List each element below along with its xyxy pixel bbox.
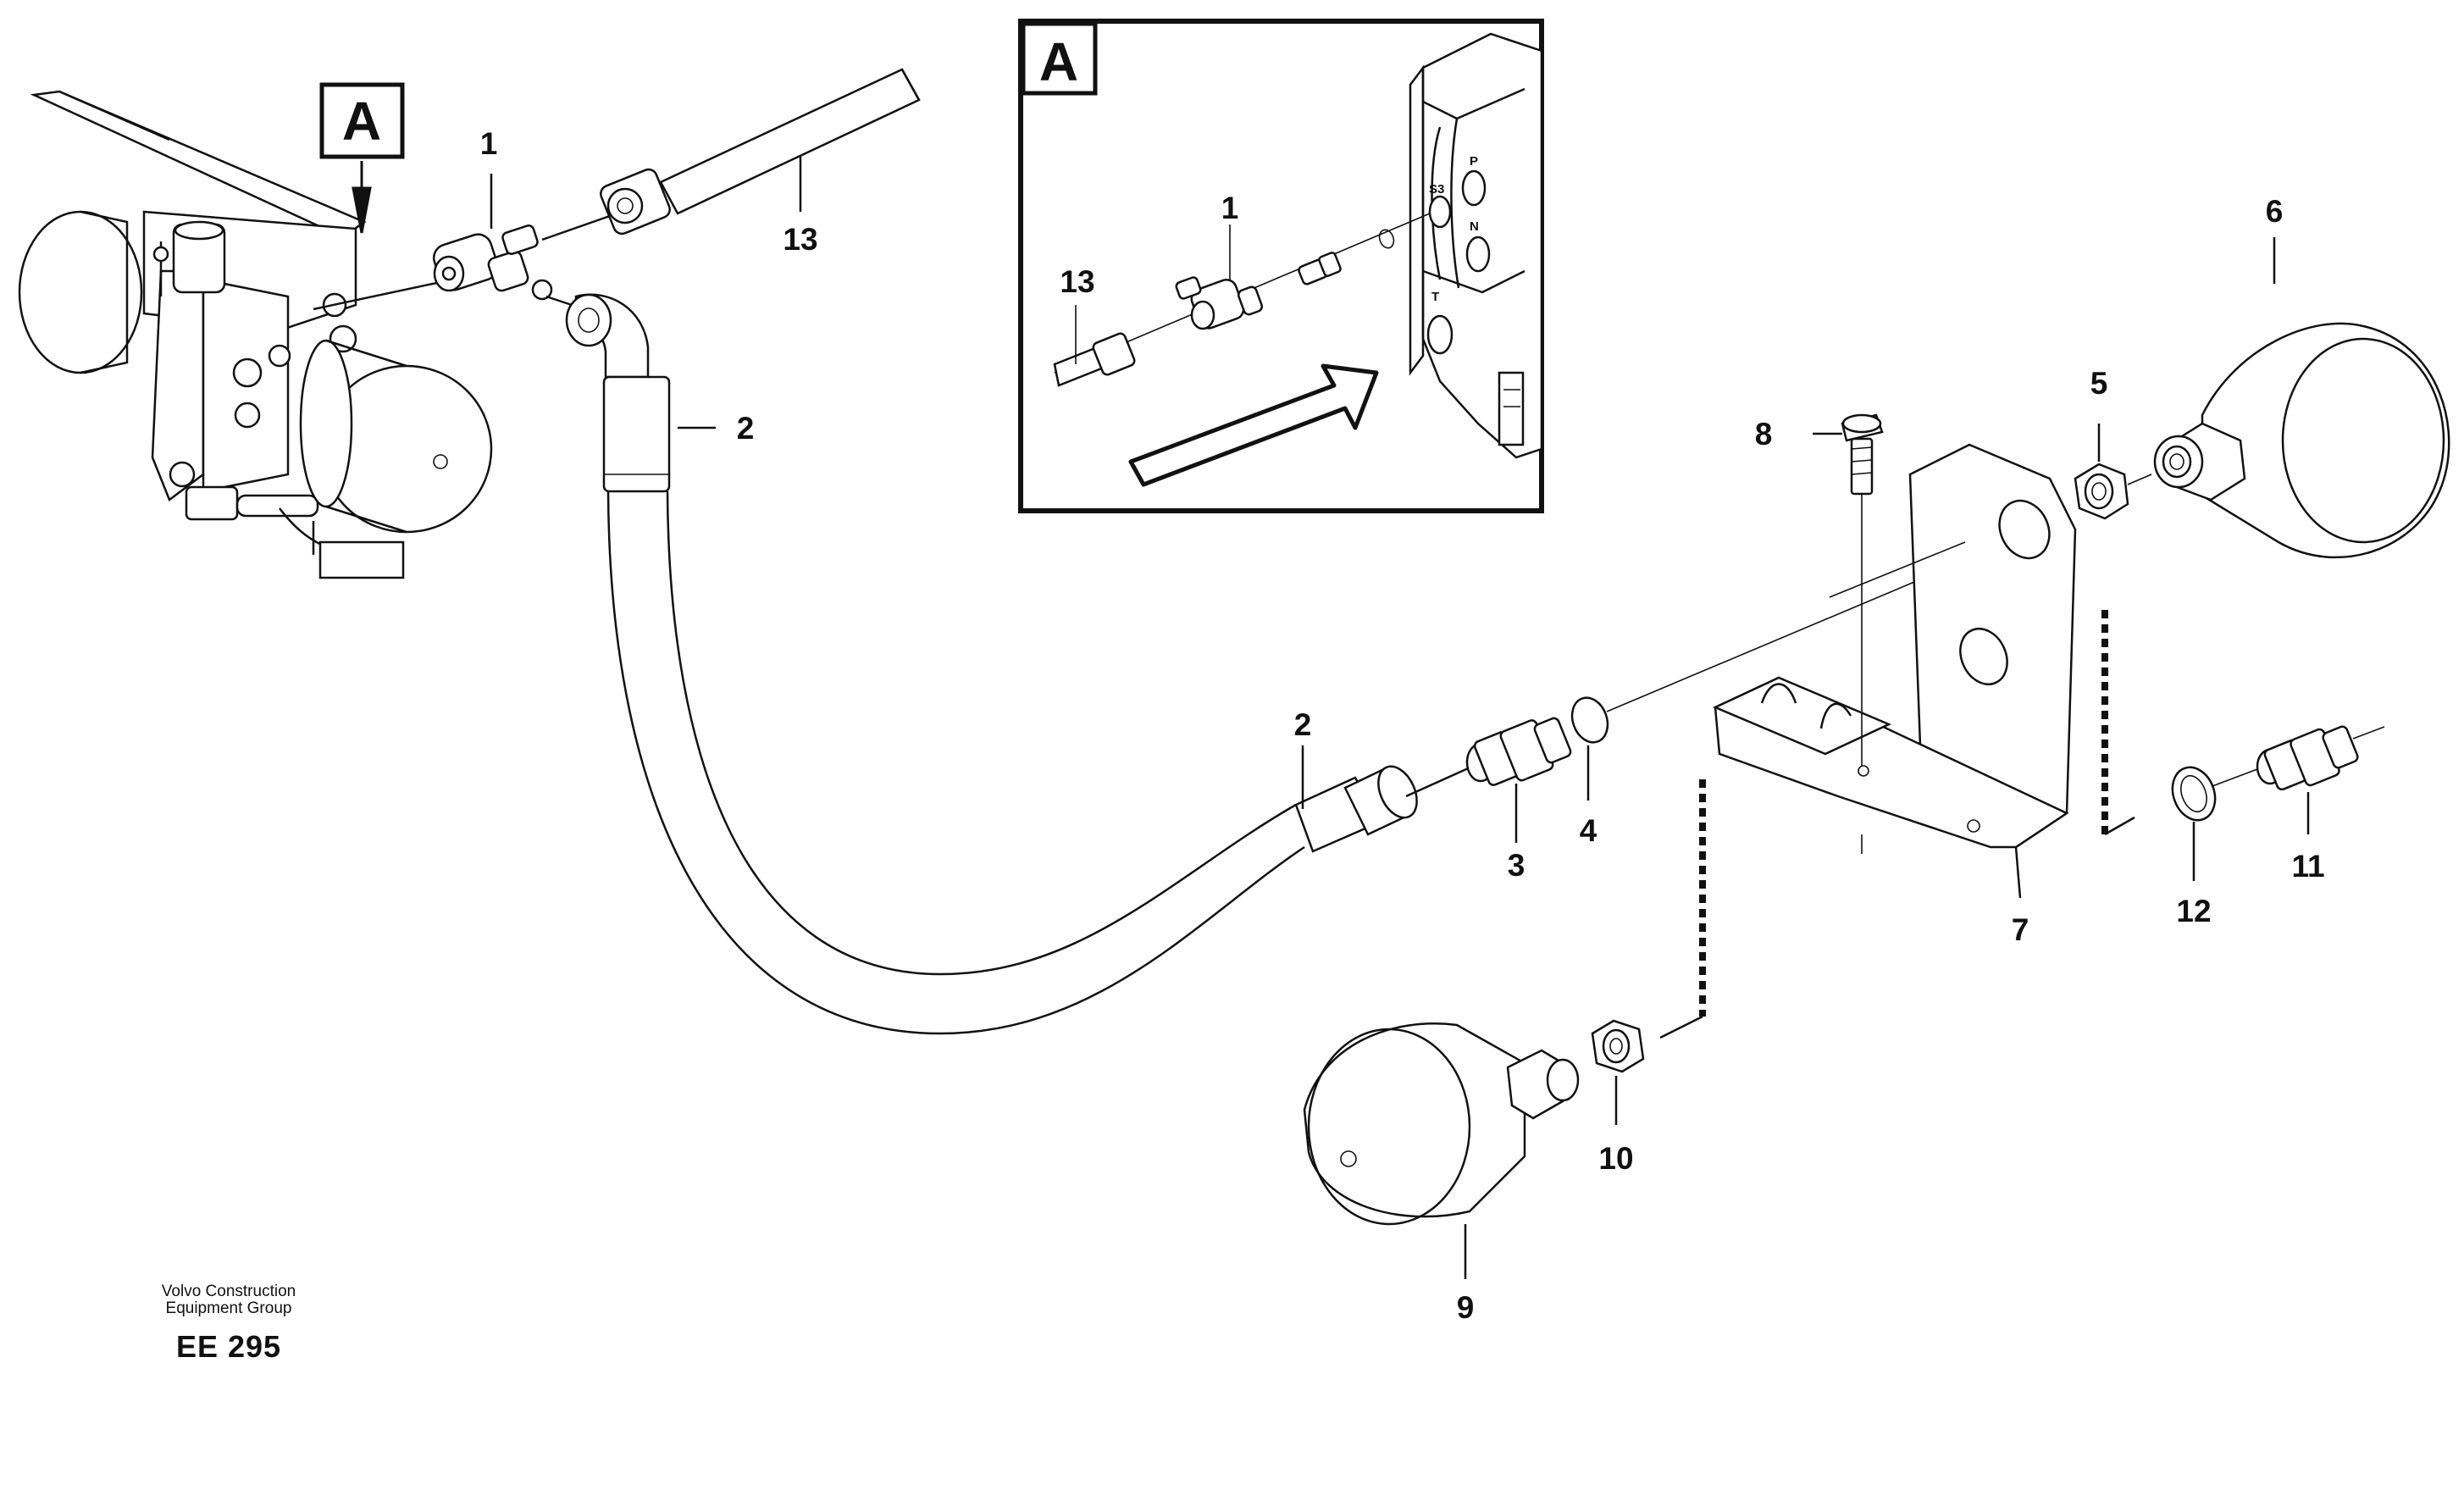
callout-4: 4 <box>1580 813 1597 848</box>
detail-view-a-inset: A P S3 N T 1 13 <box>1018 19 1544 513</box>
item-11-nipple: 11 <box>2256 725 2385 884</box>
item-1-fitting: 1 <box>432 126 553 301</box>
item-8-bolt: 8 <box>1755 413 1884 767</box>
view-a-marker-label: A <box>342 91 381 152</box>
item-12-sealing-ring: 12 <box>2171 766 2258 928</box>
publisher-name-line-2: Equipment Group <box>165 1299 292 1317</box>
inset-title: A <box>1039 31 1078 92</box>
callout-9: 9 <box>1457 1290 1475 1325</box>
item-3-nipple: 3 <box>1465 717 1572 883</box>
callout-7: 7 <box>2012 912 2029 947</box>
alternative-mount-lines <box>1659 610 2135 1039</box>
callout-2-lower: 2 <box>1294 707 1312 742</box>
port-label-t: T <box>1431 290 1439 304</box>
callout-1: 1 <box>480 126 498 161</box>
inset-callout-1: 1 <box>1221 191 1239 225</box>
illustration-code: EE 295 <box>175 1329 282 1364</box>
item-2-hose: 2 2 <box>545 293 1492 1035</box>
callout-10: 10 <box>1598 1141 1633 1176</box>
callout-8: 8 <box>1755 417 1773 452</box>
item-7-bracket: 7 <box>1712 443 2077 947</box>
publisher-name-line-1: Volvo Construction <box>161 1283 296 1300</box>
inset-callout-13: 13 <box>1060 264 1094 299</box>
port-label-n: N <box>1470 219 1479 234</box>
item-9-accumulator: 9 <box>1303 1022 1580 1325</box>
callout-11: 11 <box>2291 849 2324 884</box>
item-10-nut: 10 <box>1591 1019 1645 1176</box>
callout-5: 5 <box>2090 366 2108 401</box>
port-label-p: P <box>1470 154 1478 169</box>
item-13-hose: 13 <box>541 68 921 257</box>
callout-12: 12 <box>2176 894 2211 928</box>
callout-3: 3 <box>1508 848 1525 883</box>
item-6-accumulator: 6 <box>2153 194 2450 559</box>
item-5-nut: 5 <box>2074 366 2152 520</box>
brake-valve-assembly: A <box>18 82 493 579</box>
port-label-s3: S3 <box>1429 182 1444 197</box>
callout-6: 6 <box>2266 194 2284 229</box>
publisher-footer: Volvo Construction Equipment Group EE 29… <box>127 1283 330 1365</box>
callout-2-upper: 2 <box>737 411 755 446</box>
callout-13: 13 <box>783 222 817 257</box>
